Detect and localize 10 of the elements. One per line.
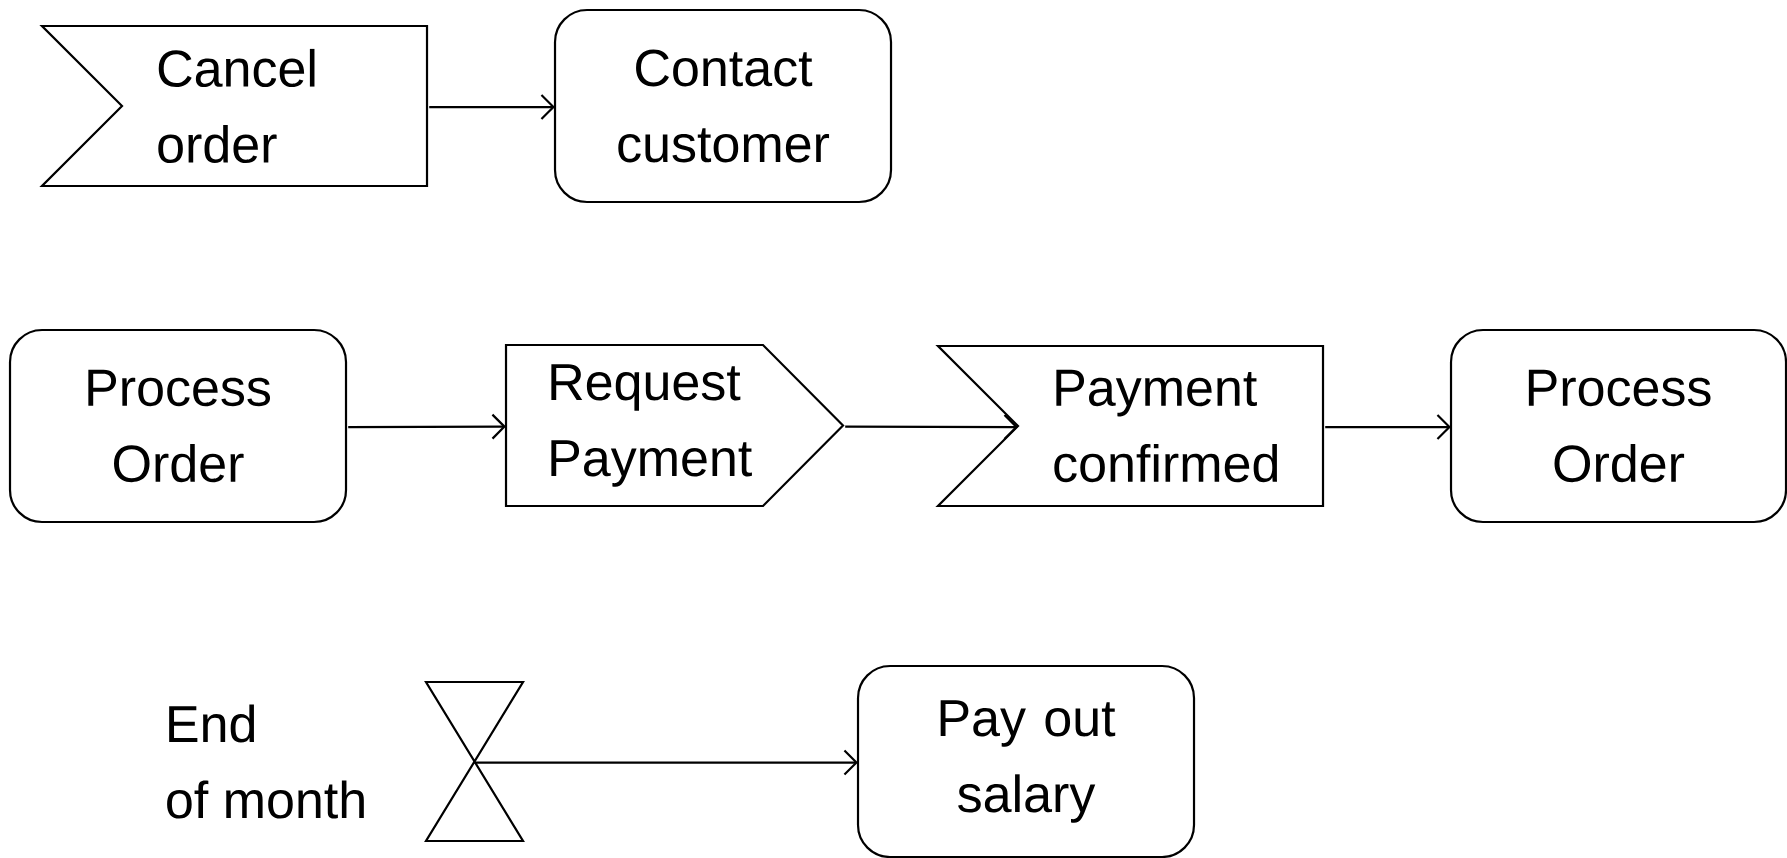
process-box: Process Order [8, 328, 348, 524]
arrow [429, 94, 555, 120]
timer-label: End of month [167, 704, 364, 819]
arrow [1325, 414, 1451, 440]
process-box: Contact customer [553, 8, 893, 204]
process-box: Process Order [1449, 328, 1787, 524]
arrow [348, 413, 506, 440]
timer-hourglass [424, 680, 525, 843]
process-box: Pay out salary [856, 664, 1196, 858]
arrow [845, 414, 1018, 440]
